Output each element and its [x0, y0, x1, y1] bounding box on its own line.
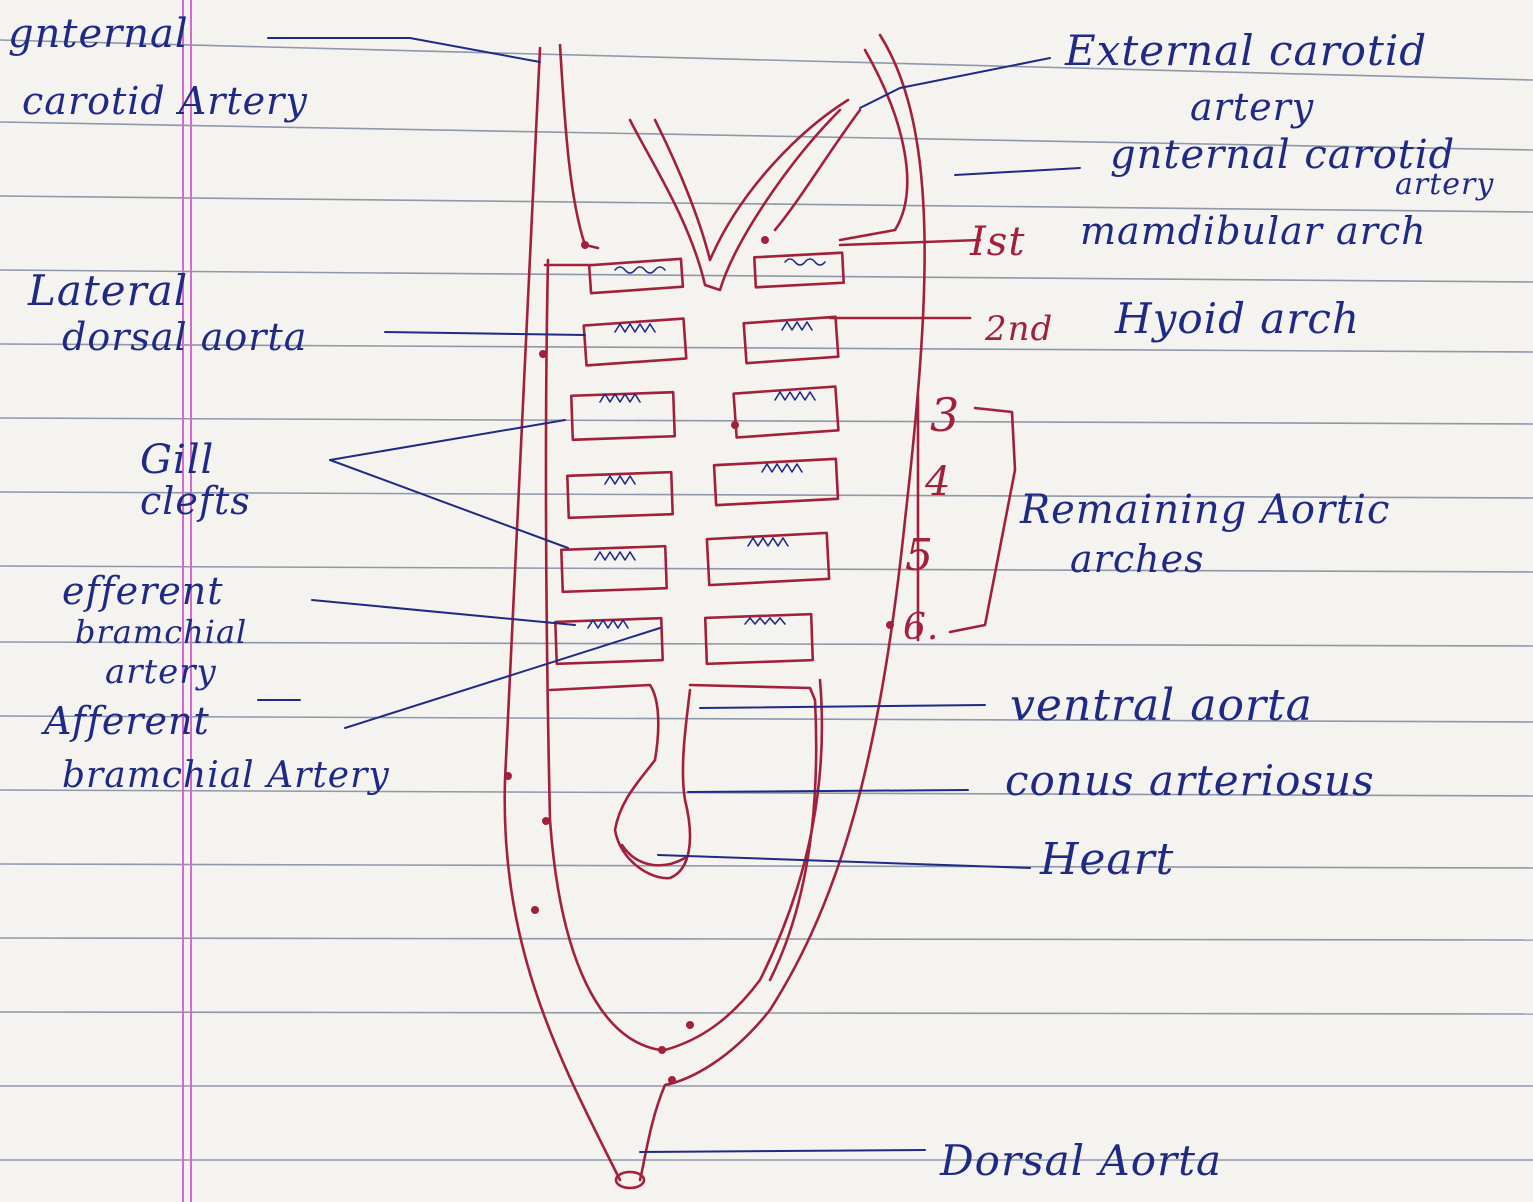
label-lateral-dorsal-aorta-1: Lateral [28, 270, 188, 312]
label-gill-clefts-1: Gill [140, 440, 214, 480]
label-second-arch: Hyoid arch [1115, 298, 1360, 340]
label-remaining-arches-1: Remaining Aortic [1020, 490, 1390, 530]
label-gill-clefts-2: clefts [140, 482, 251, 520]
label-internal-carotid-right-2: artery [1395, 170, 1494, 200]
arch-box-left-2 [584, 319, 687, 366]
label-arch-6: 6. [903, 610, 939, 646]
arch-box-right-6 [705, 614, 813, 664]
ventral-aorta-left [550, 685, 658, 760]
arch-box-right-5 [707, 533, 829, 585]
label-afferent-2: bramchial Artery [62, 758, 390, 794]
label-arch-4: 4 [925, 462, 951, 502]
label-efferent-2: bramchial [75, 616, 247, 648]
label-second-arch-number: 2nd [985, 312, 1053, 346]
label-external-carotid-1: External carotid [1065, 30, 1427, 72]
label-conus-arteriosus: conus arteriosus [1005, 760, 1375, 802]
label-first-arch: mamdibular arch [1080, 212, 1427, 250]
label-dorsal-aorta: Dorsal Aorta [940, 1140, 1222, 1182]
label-arch-3: 3 [930, 392, 960, 438]
label-internal-carotid-left-1: gnternal [8, 14, 189, 54]
right-outer-vessel [640, 35, 925, 1180]
arch-box-right-3 [734, 386, 839, 437]
label-ventral-aorta: ventral aorta [1010, 684, 1313, 728]
label-internal-carotid-left-2: carotid Artery [22, 82, 308, 120]
label-afferent-1: Afferent [44, 702, 210, 740]
label-efferent-1: efferent [62, 572, 224, 610]
right-inner-vessel [840, 50, 907, 240]
label-arch-5: 5 [905, 534, 934, 578]
arch-box-right-1 [754, 253, 843, 288]
label-remaining-arches-2: arches [1070, 540, 1205, 578]
external-carotid-v-inner [655, 100, 848, 260]
label-heart: Heart [1040, 838, 1174, 882]
ventral-aorta-right [690, 685, 816, 980]
label-external-carotid-2: artery [1190, 88, 1314, 126]
label-first-arch-number: Ist [970, 222, 1025, 262]
label-efferent-3: artery [105, 655, 217, 689]
ruled-lines [0, 40, 1533, 1160]
label-lateral-dorsal-aorta-2: dorsal aorta [62, 318, 307, 356]
lateral-dorsal-aorta-left [546, 260, 660, 1050]
arch-box-left-3 [571, 392, 674, 440]
arch-box-right-2 [744, 317, 839, 363]
left-inner-vessel [560, 45, 598, 248]
pointer-lines [258, 38, 1080, 1152]
